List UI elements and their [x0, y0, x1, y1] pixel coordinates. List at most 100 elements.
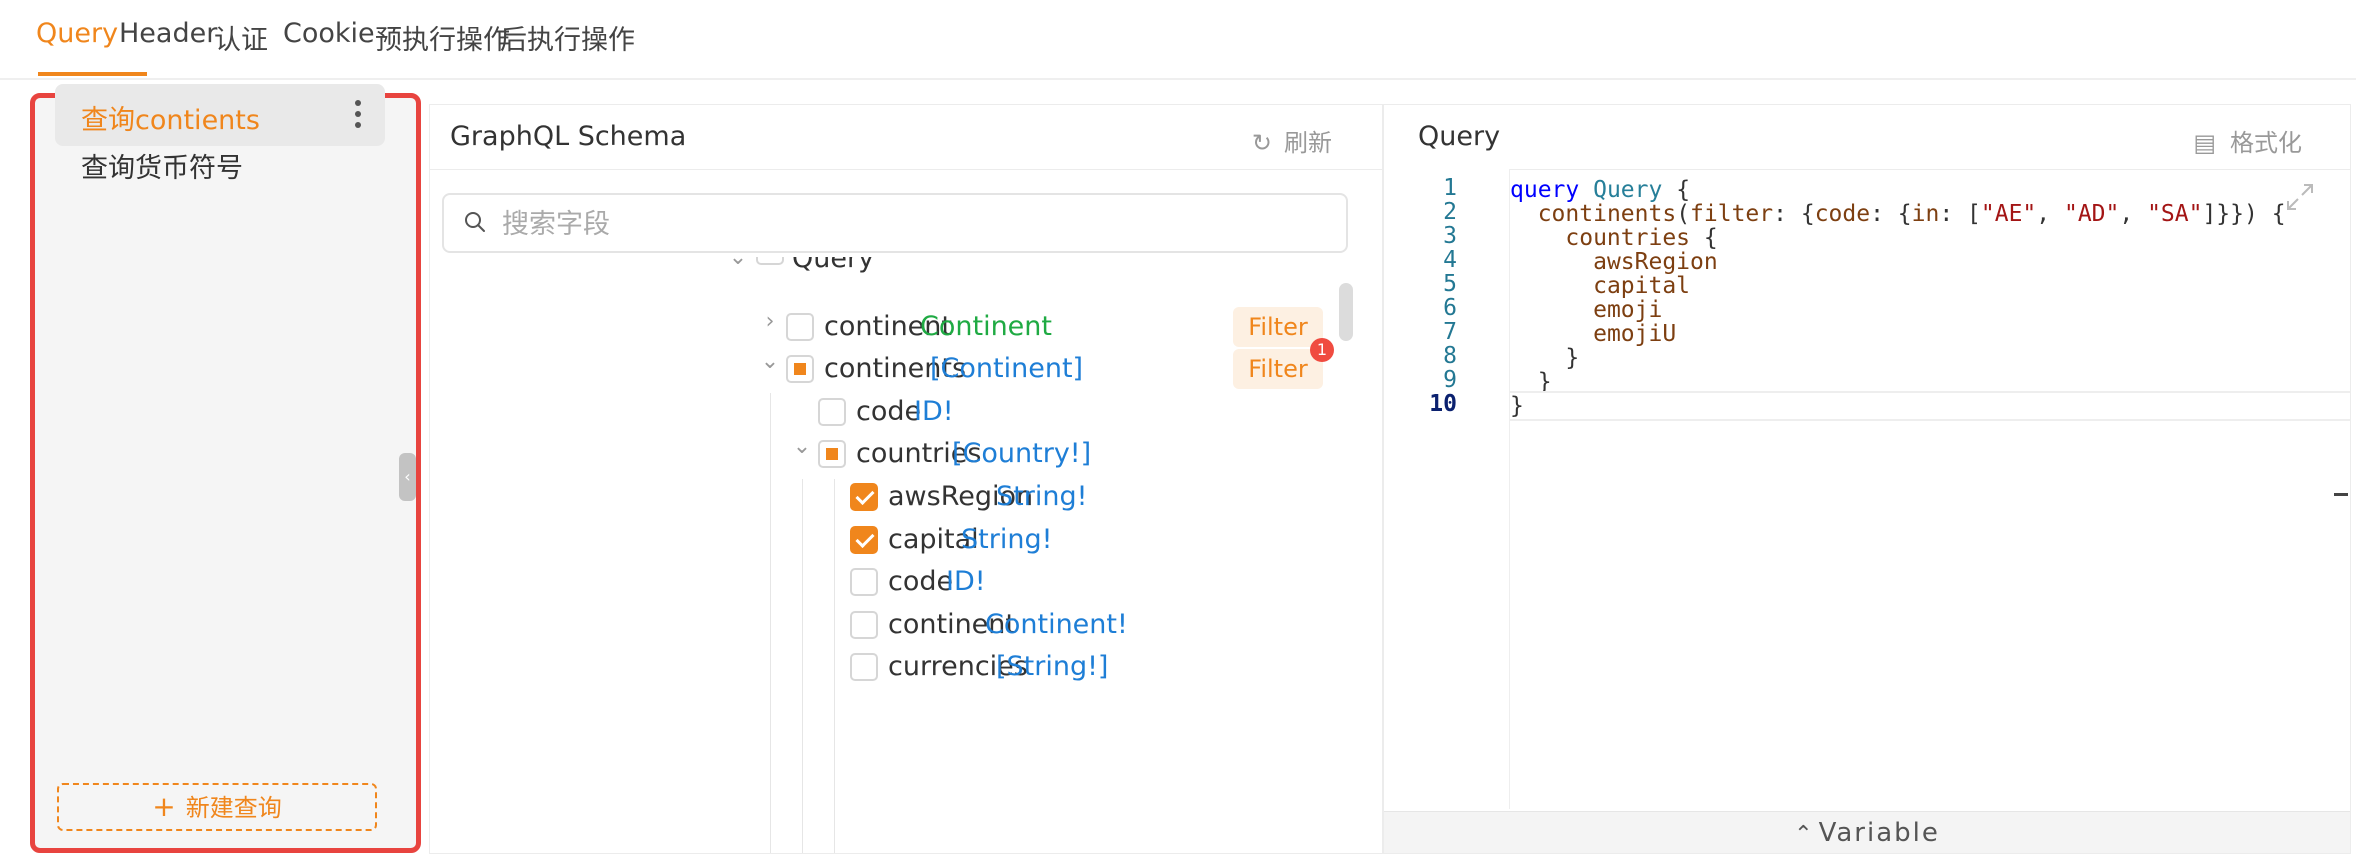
checkbox[interactable]	[756, 257, 784, 265]
chevron-down-icon[interactable]: ⌄	[760, 349, 780, 374]
tab-header[interactable]: Header	[119, 18, 218, 49]
checkbox-checked[interactable]	[850, 526, 878, 554]
field-type: Continent	[920, 311, 1052, 342]
tree-row[interactable]: continent Continent!	[430, 609, 1382, 653]
checkbox[interactable]	[850, 568, 878, 596]
schema-panel: GraphQL Schema ↻ 刷新 ⌄ Query › continent C…	[429, 104, 1384, 854]
query-item-contients[interactable]: 查询contients	[55, 84, 385, 146]
schema-scrollbar[interactable]	[1339, 283, 1353, 341]
field-type: [Continent]	[930, 353, 1084, 384]
code-line-current: }	[1510, 391, 2350, 421]
field-type: String!	[961, 524, 1053, 555]
schema-search-box	[442, 193, 1348, 253]
tab-auth[interactable]: 认证	[214, 25, 268, 56]
editor-scroll-marker	[2334, 493, 2348, 496]
code-line: countries {	[1565, 225, 1718, 251]
query-list-panel: 查询contients 查询货币符号 + 新建查询	[30, 84, 421, 853]
checkbox-checked[interactable]	[850, 483, 878, 511]
field-type: [String!]	[996, 651, 1109, 682]
query-editor-panel: Query ▤格式化 1 2 3 4 5 6 7 8 9 10 query Qu…	[1383, 104, 2351, 854]
format-label: 格式化	[2230, 129, 2302, 157]
format-button[interactable]: ▤格式化	[2193, 123, 2302, 158]
query-item-currency[interactable]: 查询货币符号	[55, 132, 385, 194]
tree-row[interactable]: ⌄ countries [Country!]	[430, 434, 1382, 482]
filter-button[interactable]: Filter	[1233, 307, 1323, 347]
chevron-right-icon[interactable]: ›	[765, 309, 775, 334]
plus-icon: +	[152, 790, 176, 823]
refresh-icon: ↻	[1251, 129, 1272, 157]
search-icon	[465, 212, 485, 232]
line-number: 1	[1443, 175, 1457, 201]
more-vertical-icon[interactable]	[355, 100, 361, 133]
checkbox[interactable]	[818, 440, 846, 468]
refresh-label: 刷新	[1284, 129, 1332, 157]
tab-pre-script[interactable]: 预执行操作	[375, 25, 510, 56]
request-tabs: Query Header 认证 Cookie 预执行操作 后执行操作	[0, 0, 2356, 80]
variable-label: Variable	[1818, 818, 1940, 848]
field-name: code	[856, 396, 922, 427]
line-number: 3	[1443, 223, 1457, 249]
line-number: 6	[1443, 295, 1457, 321]
checkbox[interactable]	[786, 313, 814, 341]
tree-row[interactable]: currencies [String!]	[430, 651, 1382, 695]
checkbox[interactable]	[786, 355, 814, 383]
refresh-button[interactable]: ↻ 刷新	[1252, 123, 1332, 158]
code-line: continents(filter: {code: {in: ["AE", "A…	[1537, 201, 2286, 227]
query-item-label: 查询contients	[81, 105, 260, 136]
field-name: countries	[856, 438, 982, 469]
checkbox[interactable]	[850, 611, 878, 639]
line-number: 8	[1443, 343, 1457, 369]
schema-title: GraphQL Schema	[450, 121, 687, 152]
code-line: }	[1510, 345, 1580, 371]
new-query-button[interactable]: + 新建查询	[57, 783, 377, 831]
line-number-gutter: 1 2 3 4 5 6 7 8 9 10	[1384, 169, 1510, 809]
variable-toggle[interactable]: ⌃Variable	[1384, 811, 2350, 853]
field-type: [Country!]	[952, 438, 1092, 469]
query-header: Query ▤格式化	[1384, 105, 2350, 170]
code-line: awsRegion	[1593, 249, 1718, 275]
tree-row-root[interactable]: ⌄ Query	[430, 257, 1382, 293]
collapse-panel-handle[interactable]: ‹	[399, 453, 416, 501]
tree-row[interactable]: ⌄ continents [Continent] Filter 1	[430, 338, 1382, 397]
checkbox[interactable]	[818, 398, 846, 426]
tree-guide	[834, 479, 835, 853]
tab-post-script[interactable]: 后执行操作	[500, 25, 635, 56]
schema-search-input[interactable]	[500, 203, 1324, 245]
query-item-label: 查询货币符号	[81, 153, 243, 184]
checkbox[interactable]	[850, 653, 878, 681]
field-name: capital	[888, 524, 979, 555]
expand-icon[interactable]	[2284, 181, 2316, 213]
line-number: 4	[1443, 247, 1457, 273]
double-chevron-up-icon: ⌃	[1794, 822, 1815, 847]
filter-button[interactable]: Filter	[1233, 349, 1323, 389]
tab-cookie[interactable]: Cookie	[283, 18, 375, 49]
chevron-down-icon[interactable]: ⌄	[728, 257, 748, 270]
line-number: 7	[1443, 319, 1457, 345]
new-query-label: 新建查询	[185, 794, 282, 822]
field-type: Continent!	[985, 609, 1128, 640]
field-name: continent	[824, 311, 952, 342]
code-line: }	[1510, 369, 1552, 395]
query-title: Query	[1418, 121, 1501, 152]
tree-row[interactable]: code ID!	[430, 396, 1382, 440]
tab-query[interactable]: Query	[36, 18, 119, 49]
field-name: Query	[792, 257, 875, 274]
field-name: code	[888, 566, 954, 597]
tree-row[interactable]: capital String!	[430, 524, 1382, 568]
code-line: emojiU	[1593, 321, 1677, 347]
schema-tree: ⌄ Query › continent Continent Filter ⌄ c…	[430, 257, 1382, 853]
field-name: continent	[888, 609, 1016, 640]
tree-row[interactable]: code ID!	[430, 566, 1382, 610]
line-number: 5	[1443, 271, 1457, 297]
field-name: awsRegion	[888, 481, 1034, 512]
field-name: currencies	[888, 651, 1028, 682]
tree-row[interactable]: › continent Continent Filter	[430, 307, 1382, 355]
line-number: 2	[1443, 199, 1457, 225]
line-number: 9	[1443, 367, 1457, 393]
field-type: ID!	[914, 396, 954, 427]
chevron-down-icon[interactable]: ⌄	[792, 434, 812, 459]
field-type: ID!	[946, 566, 986, 597]
code-line: emoji	[1593, 297, 1663, 323]
tree-guide	[802, 479, 803, 853]
tree-row[interactable]: awsRegion String!	[430, 481, 1382, 525]
